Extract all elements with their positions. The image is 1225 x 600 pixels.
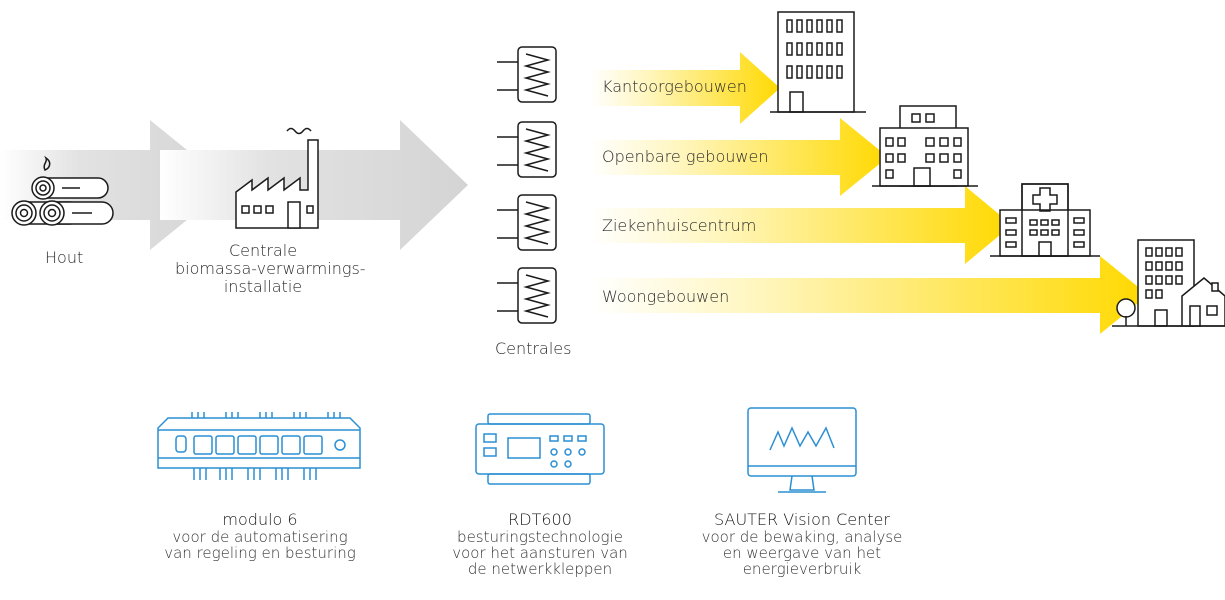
monitor-icon — [747, 407, 857, 493]
factory-icon — [235, 127, 319, 229]
product-desc-line1: voor de bewaking, analyse — [701, 528, 903, 546]
controller-module-icon — [157, 412, 361, 480]
consumer-label-office: Kantoorgebouwen — [602, 77, 747, 96]
hospital-icon — [990, 183, 1100, 257]
plant-label-line2: biomassa-verwarmings- — [175, 259, 366, 278]
product-vision-center: SAUTER Vision Center voor de bewaking, a… — [672, 510, 932, 578]
plant-label-line1: Centrale — [228, 241, 298, 260]
product-modulo6: modulo 6 voor de automatisering van rege… — [130, 510, 390, 562]
product-title: RDT600 — [508, 510, 572, 529]
product-title: SAUTER Vision Center — [714, 510, 890, 529]
centrals-label: Centrales — [495, 339, 572, 358]
consumer-label-public: Openbare gebouwen — [602, 147, 769, 166]
product-desc-line2: en weergave van het — [722, 544, 882, 562]
consumer-label-hospital: Ziekenhuiscentrum — [602, 216, 757, 235]
control-unit-icon — [475, 413, 605, 485]
product-desc-line2: voor het aansturen van — [452, 544, 628, 562]
wood-label: Hout — [45, 248, 84, 267]
wood-logs-icon — [11, 155, 114, 226]
product-desc-line3: energieverbruik — [742, 560, 862, 578]
product-title: modulo 6 — [222, 510, 298, 529]
storage-tanks-icon — [497, 46, 557, 324]
product-desc-line3: de netwerkkleppen — [467, 560, 613, 578]
office-building-icon — [770, 11, 866, 113]
product-desc-line1: besturingstechnologie — [457, 528, 623, 546]
product-rdt600: RDT600 besturingstechnologie voor het aa… — [410, 510, 670, 578]
supply-arrow-hospital — [590, 186, 1012, 264]
supply-arrow-office — [590, 52, 780, 124]
public-building-icon — [872, 105, 978, 187]
residential-buildings-icon — [1112, 239, 1225, 327]
plant-label: Centrale biomassa-verwarmings- installat… — [175, 241, 366, 296]
plant-label-line3: installatie — [223, 277, 303, 296]
supply-arrow-public — [590, 118, 888, 196]
product-desc-line2: van regeling en besturing — [164, 544, 356, 562]
supply-arrow-residential — [590, 256, 1148, 334]
product-desc-line1: voor de automatisering — [172, 528, 348, 546]
consumer-label-residential: Woongebouwen — [602, 287, 730, 306]
